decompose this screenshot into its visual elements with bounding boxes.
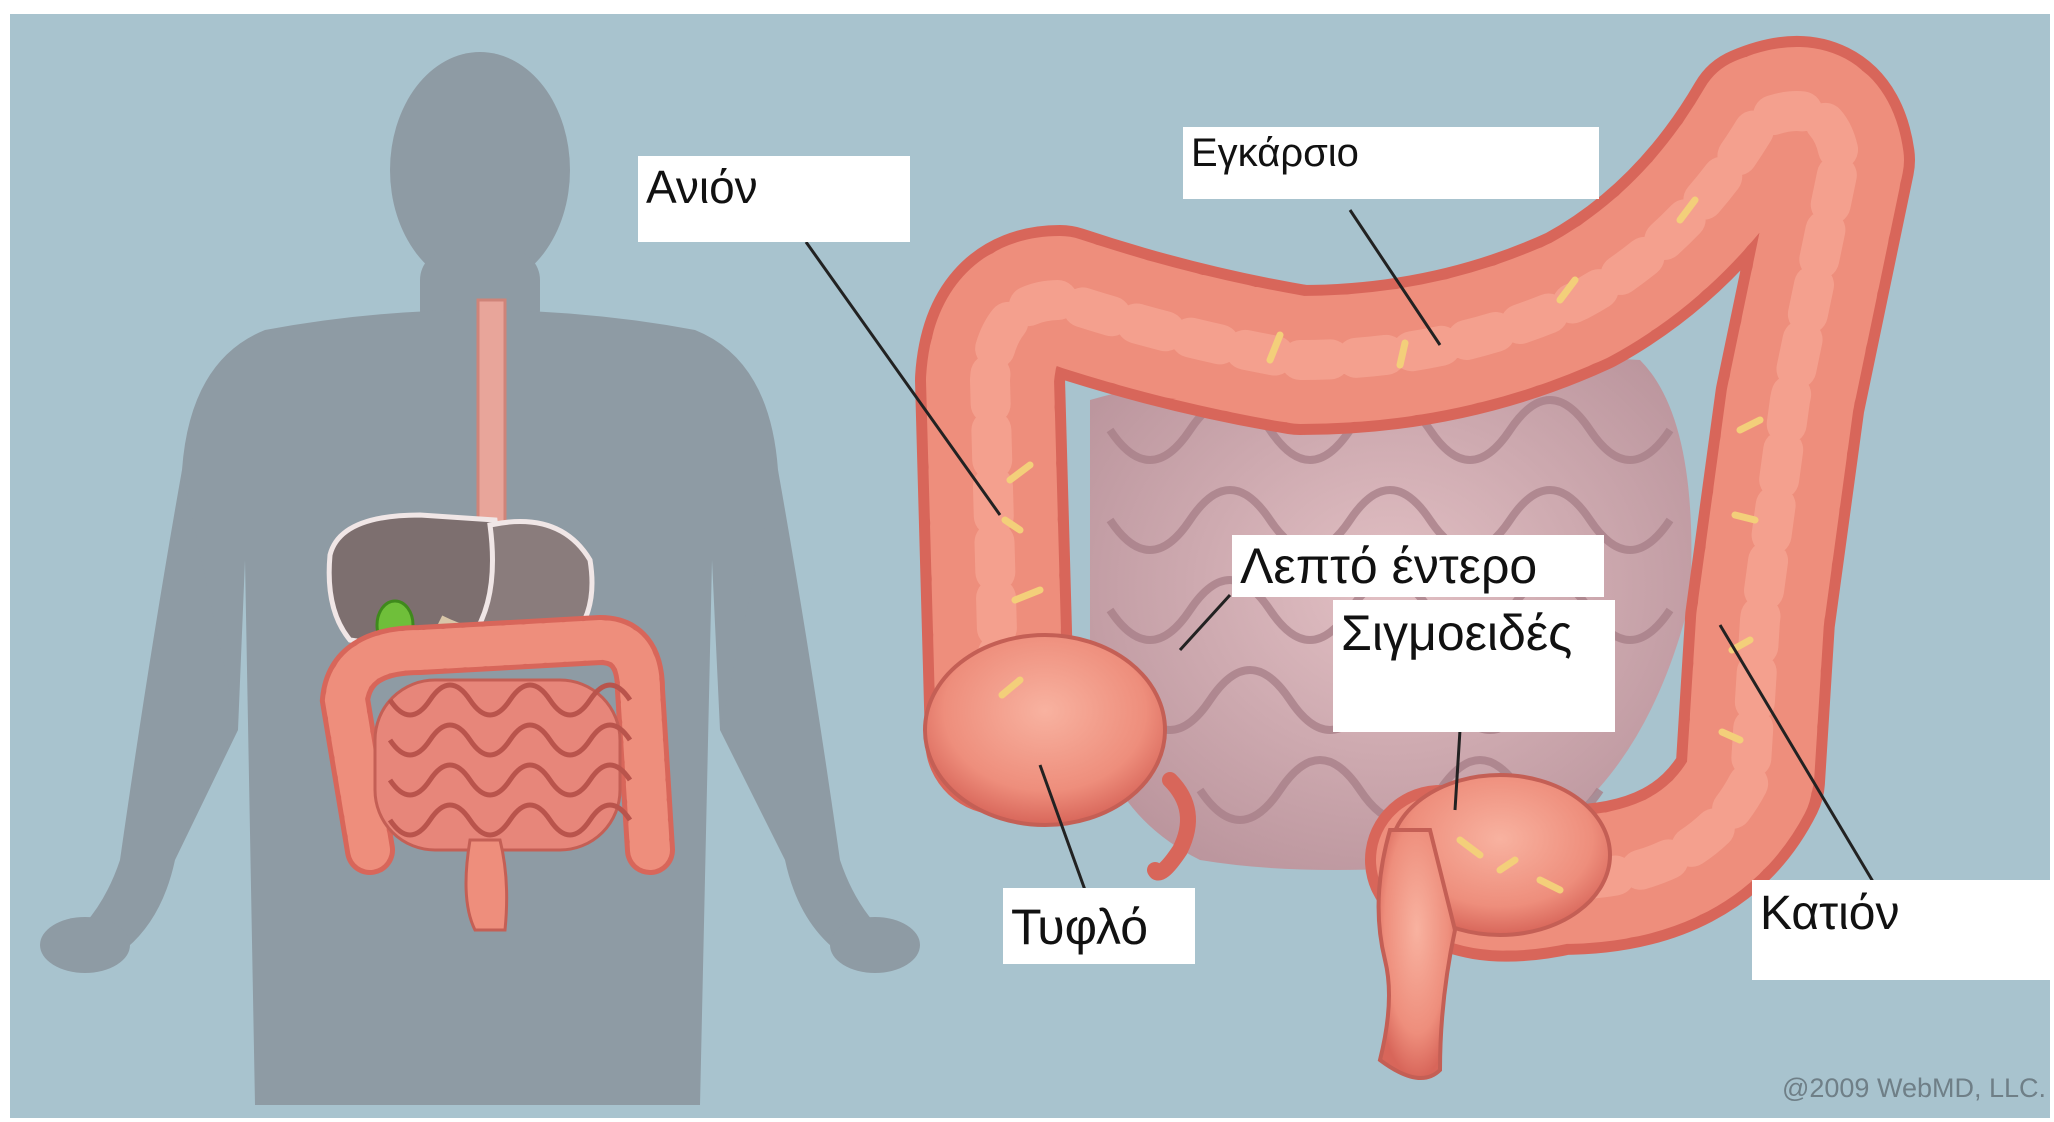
label-transverse: Εγκάρσιο [1183,127,1599,199]
cecum-pouch [925,635,1165,825]
label-sigmoid-text: Σιγμοειδές [1341,608,1572,658]
label-descending: Κατιόν [1752,880,2052,980]
label-cecum-text: Τυφλό [1011,902,1148,952]
label-sigmoid: Σιγμοειδές [1333,600,1615,732]
label-ascending: Ανιόν [638,156,910,242]
label-descending-text: Κατιόν [1760,890,1900,938]
label-ascending-text: Ανιόν [646,164,758,210]
mini-small-intestine [375,680,630,850]
label-small-intestine-text: Λεπτό έντερο [1240,541,1537,591]
label-small-intestine: Λεπτό έντερο [1232,535,1604,597]
mini-rectum [466,840,507,930]
copyright-notice: @2009 WebMD, LLC. [1782,1073,2046,1104]
label-transverse-text: Εγκάρσιο [1191,133,1359,173]
label-cecum: Τυφλό [1003,888,1195,964]
